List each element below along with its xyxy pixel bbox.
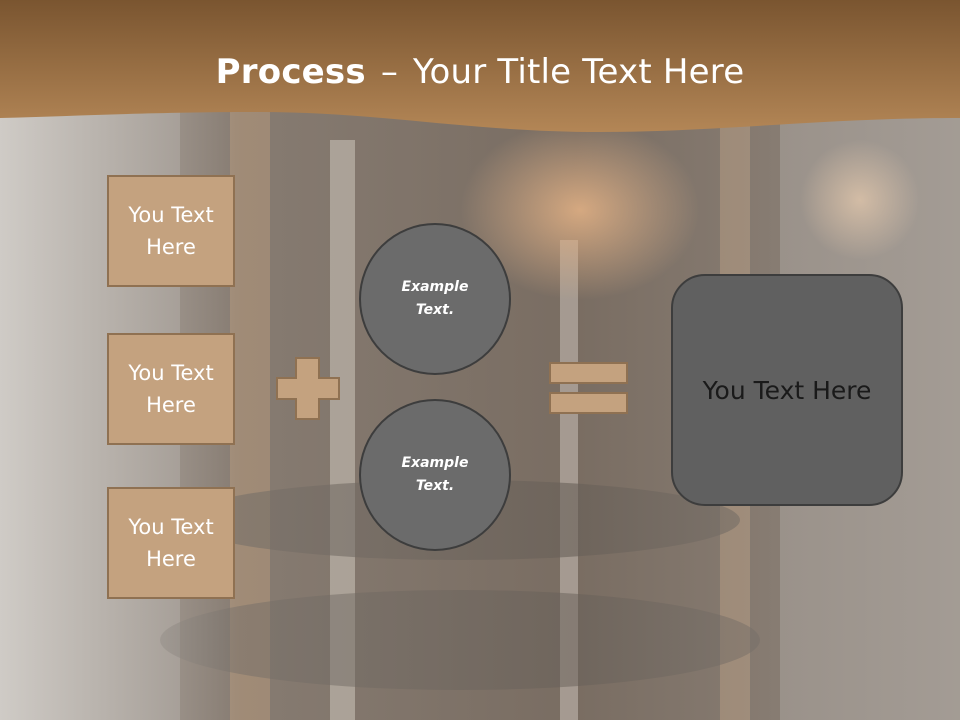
text-box-1: You Text Here <box>107 175 235 287</box>
text-box-1-label: You Text Here <box>128 203 214 259</box>
text-box-2-label: You Text Here <box>128 361 214 417</box>
text-box-3: You Text Here <box>107 487 235 599</box>
title-text: Your Title Text Here <box>413 52 745 92</box>
result-box: You Text Here <box>671 274 903 506</box>
text-box-3-label: You Text Here <box>128 515 214 571</box>
example-circle-1-label: Example Text. <box>401 279 469 318</box>
text-box-2: You Text Here <box>107 333 235 445</box>
slide-title: Process – Your Title Text Here <box>0 52 960 92</box>
example-circle-2-label: Example Text. <box>401 455 469 494</box>
example-circle-1: Example Text. <box>359 223 511 375</box>
title-bold: Process <box>215 52 366 92</box>
result-box-label: You Text Here <box>702 375 872 405</box>
title-dash: – <box>380 52 399 92</box>
example-circle-2: Example Text. <box>359 399 511 551</box>
